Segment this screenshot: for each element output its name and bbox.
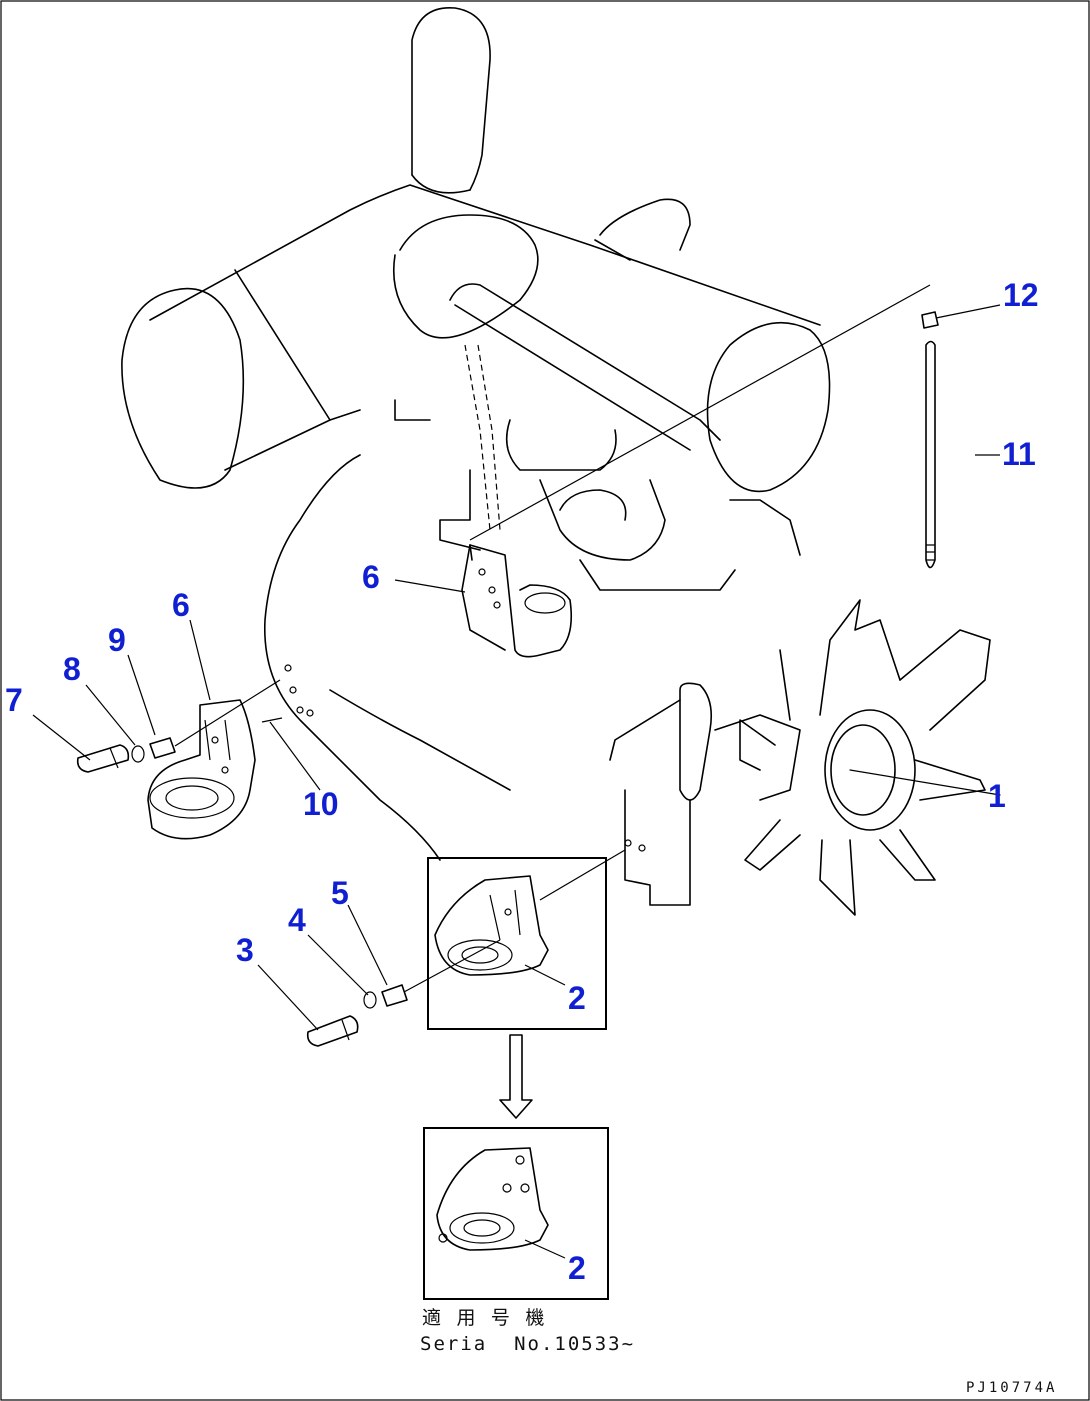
callout-9: 9 — [108, 622, 126, 658]
callout-1: 1 — [988, 778, 1006, 814]
washer-front — [363, 991, 377, 1009]
callout-3: 3 — [236, 932, 254, 968]
air-cleaner-body — [149, 184, 821, 326]
callout-4: 4 — [288, 902, 306, 938]
exhaust-pipe — [411, 7, 491, 191]
drawing-code: PJ10774A — [966, 1380, 1058, 1396]
serial-note-jp: 適 用 号 機 — [422, 1307, 547, 1329]
spacer-left — [149, 737, 176, 759]
washer-left — [131, 745, 145, 763]
callout-2-current: 2 — [568, 980, 586, 1016]
detail-box-new — [423, 1127, 609, 1300]
engine-block — [263, 454, 441, 861]
spacer-front — [381, 984, 408, 1007]
callout-5: 5 — [331, 875, 349, 911]
callout-10: 10 — [303, 786, 339, 822]
callout-2-new: 2 — [568, 1250, 586, 1286]
callout-8: 8 — [63, 651, 81, 687]
callout-12: 12 — [1003, 277, 1039, 313]
callout-6-center: 6 — [362, 559, 380, 595]
dipstick-cap — [921, 311, 939, 329]
cooling-fan — [739, 599, 1001, 916]
rear-mount-bracket-center — [469, 544, 573, 658]
dipstick — [925, 340, 936, 569]
bolt-front — [306, 1015, 359, 1047]
detail-box-current — [427, 857, 607, 1030]
change-arrow — [499, 1034, 533, 1119]
rear-mount-bracket-left — [147, 699, 256, 840]
dipstick-guide — [464, 344, 491, 531]
callout-11: 11 — [1002, 436, 1036, 472]
callout-7: 7 — [5, 682, 23, 718]
serial-note-en: Seria No.10533~ — [420, 1333, 636, 1355]
callout-6-left: 6 — [172, 587, 190, 623]
bolt-left — [76, 744, 130, 773]
